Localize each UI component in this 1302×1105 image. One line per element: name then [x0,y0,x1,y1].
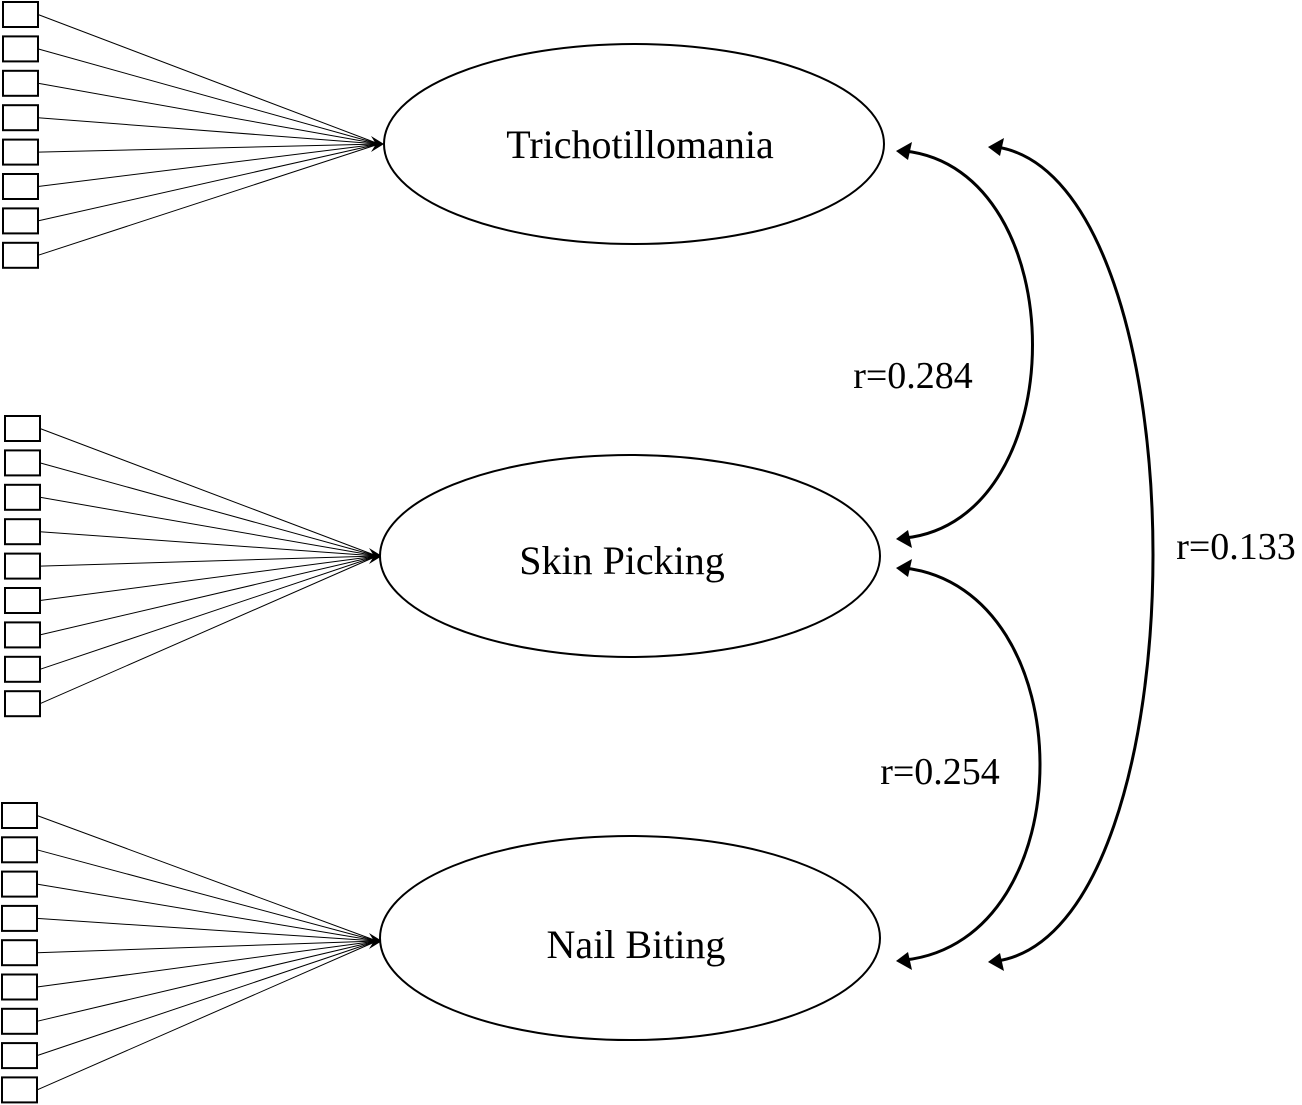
indicator-box-skin-3 [4,483,41,511]
correlation-skin-nail: r=0.254 [880,559,1042,970]
arrowhead-skin-nail-top [896,559,912,577]
factor-ellipse-nail-biting [379,835,881,1041]
loading-arrowhead-nail [369,933,382,949]
loading-line-nail-9 [36,940,378,1091]
indicator-box-skin-8 [4,655,41,683]
indicator-box-skin-1 [4,415,41,442]
indicator-box-nail-8 [1,1042,38,1070]
indicator-box-trich-2 [2,35,39,63]
loading-line-skin-8 [39,555,378,670]
loading-line-trich-4 [37,117,380,145]
correlation-label-trich-skin: r=0.284 [853,355,973,397]
indicator-box-trich-8 [2,241,39,269]
indicator-box-nail-3 [1,870,38,898]
loading-line-skin-5 [39,555,378,567]
loading-arrowhead-skin [369,548,382,564]
arrowhead-trich-nail-top [988,138,1004,156]
correlation-trich-nail: r=0.133 [988,138,1296,971]
correlation-arc-trich-skin [904,149,1034,540]
indicator-box-skin-4 [4,518,41,546]
indicator-box-nail-5 [1,939,38,967]
loading-line-nail-3 [36,883,378,942]
indicator-box-skin-2 [4,449,41,477]
indicator-box-skin-6 [4,587,41,614]
factor-trichotillomania: Trichotillomania [383,43,885,245]
loading-line-nail-8 [36,940,378,1057]
loading-line-trich-6 [37,143,380,187]
indicator-box-trich-3 [2,69,39,97]
loading-line-trich-1 [37,14,380,145]
arrowhead-trich-skin-top [896,142,912,160]
loading-line-trich-8 [37,143,380,256]
loading-line-nail-6 [36,940,378,988]
factor-label-trichotillomania: Trichotillomania [506,122,774,167]
correlation-arc-skin-nail [904,566,1042,962]
indicator-box-nail-2 [1,836,38,864]
indicator-box-trich-4 [2,104,39,132]
factor-label-nail-biting: Nail Biting [547,922,726,967]
correlation-label-trich-nail: r=0.133 [1176,526,1296,568]
loading-line-trich-7 [37,143,380,222]
indicator-box-nail-9 [1,1076,38,1104]
loading-line-nail-4 [36,917,378,942]
loading-line-skin-9 [39,555,378,705]
loading-line-skin-6 [39,555,378,601]
loading-line-trich-3 [37,82,380,145]
factor-skin-picking: Skin Picking [379,454,881,658]
loading-line-skin-7 [39,555,378,636]
indicator-box-nail-4 [1,904,38,932]
indicator-box-nail-7 [1,1007,38,1035]
factor-nail-biting: Nail Biting [379,835,881,1041]
loading-line-nail-1 [36,815,378,942]
indicator-box-trich-7 [2,207,39,235]
arrowhead-skin-nail-bottom [896,952,912,970]
loading-line-nail-2 [36,849,378,942]
loading-line-nail-7 [36,940,378,1022]
indicator-box-trich-1 [2,1,39,28]
indicator-layer [1,1,384,1104]
indicator-box-skin-5 [4,552,41,580]
loading-line-trich-2 [37,48,380,145]
loading-arrowhead-trich [371,136,384,152]
correlation-trich-skin: r=0.284 [853,142,1034,548]
loading-line-skin-3 [39,496,378,557]
loading-line-nail-5 [36,940,378,954]
loading-line-skin-1 [39,428,378,557]
indicator-box-skin-7 [4,621,41,649]
factor-label-skin-picking: Skin Picking [519,538,725,583]
loading-line-skin-2 [39,462,378,557]
indicator-box-trich-5 [2,138,39,166]
arrowhead-trich-nail-bottom [988,953,1004,971]
indicator-box-nail-6 [1,973,38,1001]
indicator-box-skin-9 [4,690,41,718]
loading-line-skin-4 [39,531,378,557]
arrowhead-trich-skin-bottom [896,530,912,548]
loading-line-trich-5 [37,143,380,153]
indicator-box-nail-1 [1,802,38,829]
correlation-label-skin-nail: r=0.254 [880,751,1000,793]
factor-ellipse-skin-picking [379,454,881,658]
factor-ellipse-trichotillomania [383,43,885,245]
correlation-arc-trich-nail [996,145,1155,963]
indicator-box-trich-6 [2,173,39,200]
